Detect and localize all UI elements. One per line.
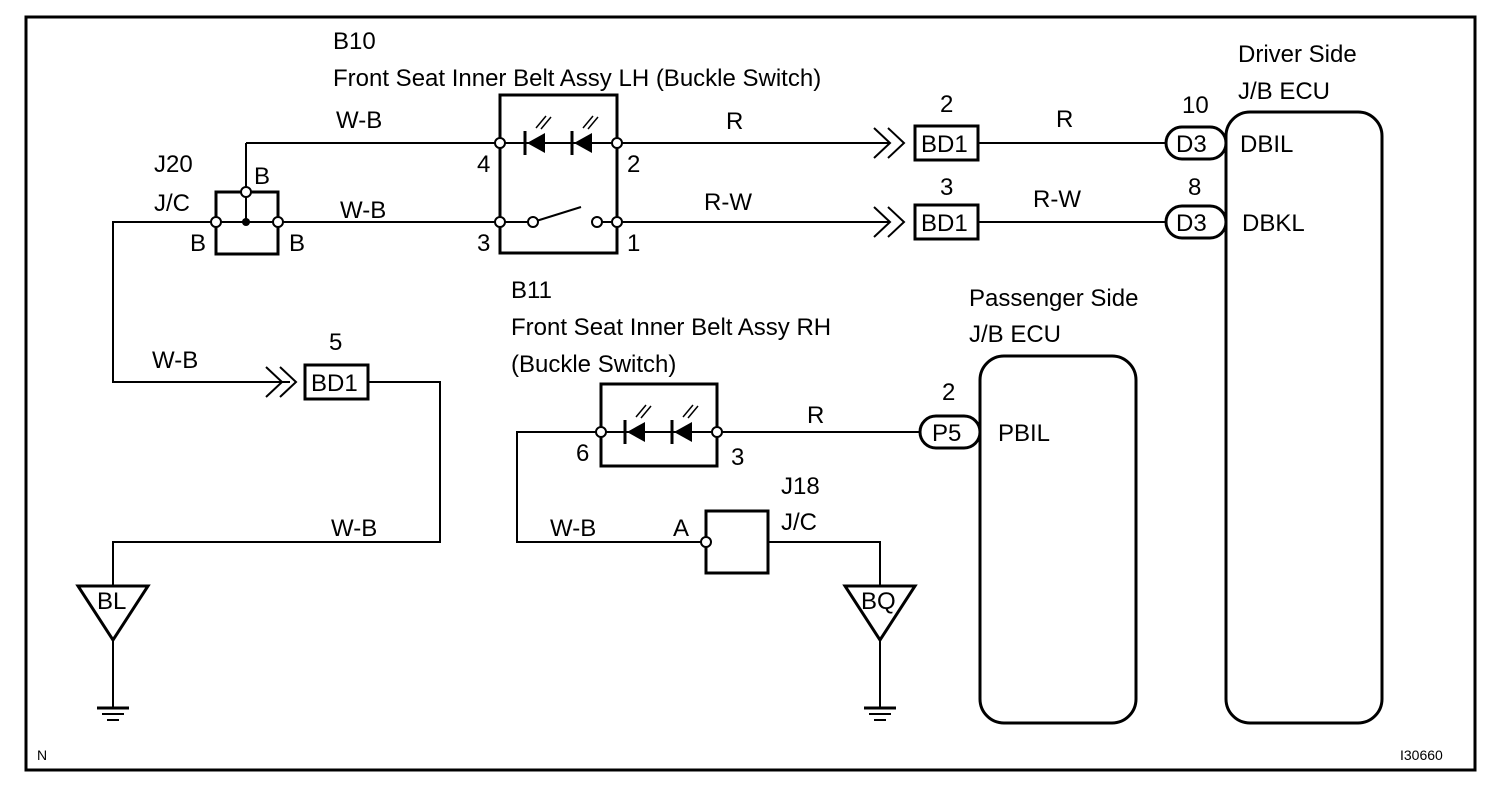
wire-color-label: W-B: [340, 197, 386, 224]
b10-pin-4: 4: [477, 151, 490, 178]
j18-type: J/C: [781, 509, 817, 536]
j18-junction-connector: [700, 509, 770, 575]
junction-dot: [242, 218, 250, 226]
ground-bl: [75, 584, 151, 721]
driver-ecu-title-2: J/B ECU: [1238, 78, 1330, 105]
b11-name-2: (Buckle Switch): [511, 351, 676, 378]
driver-ecu-title-1: Driver Side: [1238, 41, 1357, 68]
bd1-label: BD1: [921, 131, 968, 158]
wire-color-label: W-B: [331, 515, 377, 542]
light-emission-icon: [535, 115, 599, 130]
passenger-ecu-title-1: Passenger Side: [969, 285, 1138, 312]
signal-dbil: DBIL: [1240, 131, 1293, 158]
wire-color-label: W-B: [152, 347, 198, 374]
b10-code: B10: [333, 28, 376, 55]
wire-color-label: R: [807, 402, 824, 429]
bd1-pin-2: 2: [940, 91, 953, 118]
b11-pin-3: 3: [731, 444, 744, 471]
passenger-ecu-title-2: J/B ECU: [969, 321, 1061, 348]
j18-terminal-a: A: [673, 515, 689, 542]
bd1-pin-5: 5: [329, 329, 342, 356]
led-icon: [527, 133, 545, 153]
light-emission-icon: [635, 404, 699, 419]
b10-pin-2: 2: [627, 151, 640, 178]
signal-pbil: PBIL: [998, 420, 1050, 447]
b10-pin-1: 1: [627, 230, 640, 257]
b11-name-1: Front Seat Inner Belt Assy RH: [511, 314, 831, 341]
led-icon: [674, 422, 692, 442]
connector-arrows: [265, 127, 906, 398]
ground-label-bl: BL: [97, 588, 126, 615]
led-icon: [627, 422, 645, 442]
b11-pin-6: 6: [576, 440, 589, 467]
j20-terminal-top: B: [254, 163, 270, 190]
p5-label: P5: [932, 420, 961, 447]
j20-junction-connector: [210, 186, 284, 256]
b10-pin-3: 3: [477, 230, 490, 257]
wire-color-label: W-B: [336, 107, 382, 134]
signal-dbkl: DBKL: [1242, 210, 1305, 237]
bd1-connector-5: [303, 363, 370, 401]
driver-side-jb-ecu: [1224, 110, 1384, 725]
wires: [112, 142, 1168, 708]
d3-pin-8: 8: [1188, 174, 1201, 201]
bd1-label: BD1: [311, 370, 358, 397]
j20-terminal-right: B: [289, 230, 305, 257]
corner-note: N: [37, 747, 47, 763]
ground-label-bq: BQ: [861, 588, 896, 615]
wire-color-label: R: [726, 108, 743, 135]
b10-name: Front Seat Inner Belt Assy LH (Buckle Sw…: [333, 65, 821, 92]
wire-color-label: R-W: [1033, 186, 1081, 213]
ground-bq: [842, 584, 918, 721]
wire-color-label: R-W: [704, 189, 752, 216]
b11-code: B11: [511, 277, 552, 304]
bd1-connector-2: [913, 124, 980, 162]
j20-code: J20: [154, 151, 193, 178]
led-icon: [574, 133, 592, 153]
p5-pin-2: 2: [942, 379, 955, 406]
j20-type: J/C: [154, 190, 190, 217]
bd1-pin-3: 3: [940, 174, 953, 201]
passenger-side-jb-ecu: [978, 354, 1138, 725]
d3-label: D3: [1176, 131, 1207, 158]
j20-terminal-left: B: [190, 230, 206, 257]
d3-label: D3: [1176, 210, 1207, 237]
j18-code: J18: [781, 473, 820, 500]
b11-buckle-switch-rh: [595, 382, 723, 468]
wire-color-label: R: [1056, 106, 1073, 133]
b10-buckle-switch-lh: [494, 93, 623, 255]
diagram-frame: [24, 15, 1477, 772]
d3-pin-10: 10: [1182, 92, 1209, 119]
wire-color-label: W-B: [550, 515, 596, 542]
figure-code: I30660: [1400, 747, 1443, 763]
bd1-label: BD1: [921, 210, 968, 237]
bd1-connector-3: [913, 203, 980, 241]
